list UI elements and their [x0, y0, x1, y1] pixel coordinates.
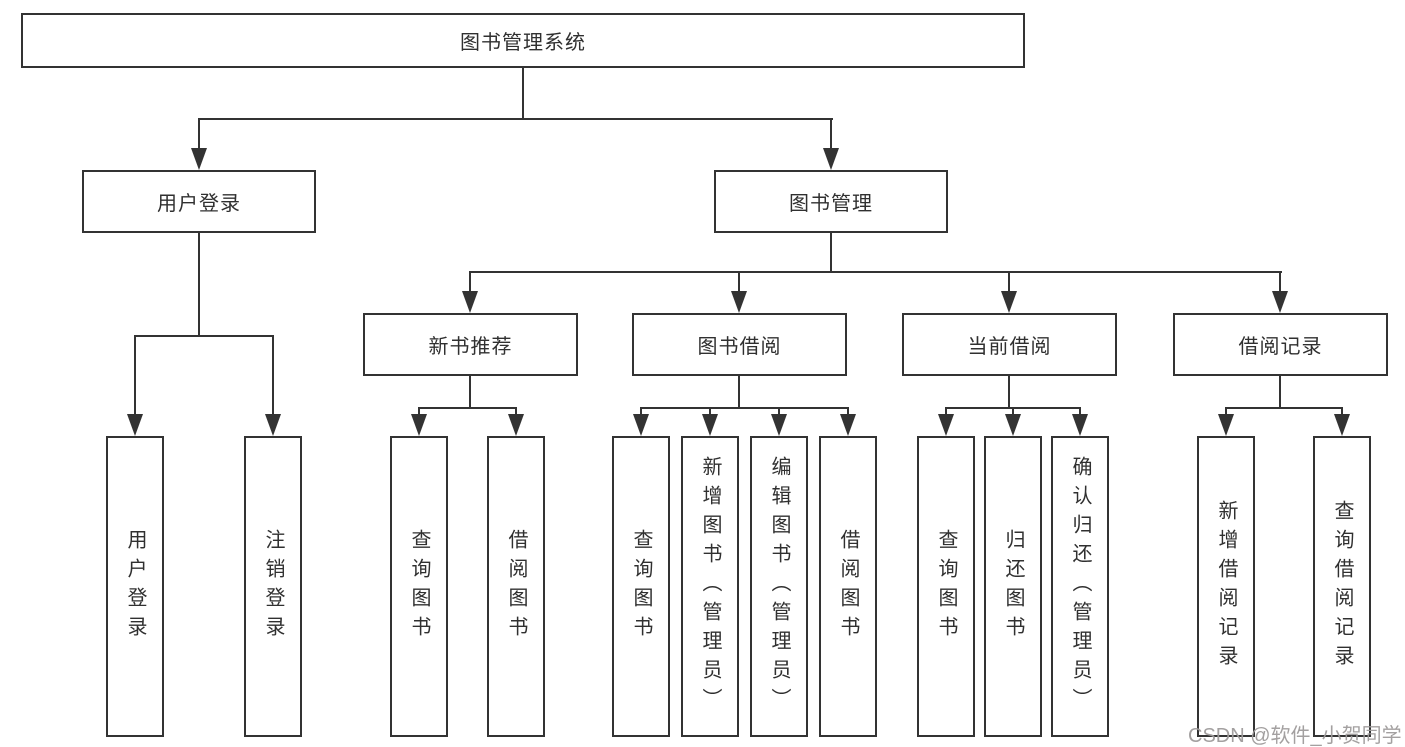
- leaf-logout: 注销登录: [244, 436, 302, 737]
- arrow-down-icon: [938, 414, 954, 436]
- arrow-down-icon: [1072, 414, 1088, 436]
- connector-line: [1079, 407, 1081, 418]
- leaf-borrow-edit-books: 编辑图书（管理员）: [750, 436, 808, 737]
- leaf-recommend-borrow-books-label: 借阅图书: [505, 528, 527, 645]
- connector-line: [847, 407, 849, 418]
- connector-line: [1012, 407, 1014, 418]
- arrow-down-icon: [771, 414, 787, 436]
- node-user-login: 用户登录: [82, 170, 316, 233]
- leaf-current-query-books: 查询图书: [917, 436, 975, 737]
- connector-line: [738, 271, 740, 297]
- connector-line: [1279, 376, 1281, 409]
- arrow-down-icon: [1272, 291, 1288, 313]
- leaf-borrow-add-books-label: 新增图书（管理员）: [699, 456, 721, 717]
- leaf-borrow-add-books: 新增图书（管理员）: [681, 436, 739, 737]
- arrow-down-icon: [1334, 414, 1350, 436]
- arrow-down-icon: [1218, 414, 1234, 436]
- arrow-down-icon: [462, 291, 478, 313]
- leaf-current-confirm-return: 确认归还（管理员）: [1051, 436, 1109, 737]
- arrow-down-icon: [411, 414, 427, 436]
- connector-line: [418, 407, 517, 409]
- leaf-current-query-books-label: 查询图书: [935, 528, 957, 645]
- arrow-down-icon: [127, 414, 143, 436]
- leaf-borrow-query-books: 查询图书: [612, 436, 670, 737]
- connector-line: [134, 335, 136, 418]
- connector-line: [945, 407, 947, 418]
- leaf-logout-label: 注销登录: [262, 528, 284, 645]
- node-book-management: 图书管理: [714, 170, 948, 233]
- connector-line: [830, 233, 832, 273]
- leaf-current-confirm-return-label: 确认归还（管理员）: [1069, 456, 1091, 717]
- connector-line: [418, 407, 420, 418]
- connector-line: [1279, 271, 1281, 297]
- connector-line: [778, 407, 780, 418]
- arrow-down-icon: [633, 414, 649, 436]
- arrow-down-icon: [1001, 291, 1017, 313]
- arrow-down-icon: [1005, 414, 1021, 436]
- connector-line: [738, 376, 740, 409]
- connector-line: [469, 271, 1282, 273]
- leaf-user-login-label: 用户登录: [124, 528, 146, 645]
- arrow-down-icon: [508, 414, 524, 436]
- leaf-borrow-borrow-books: 借阅图书: [819, 436, 877, 737]
- connector-line: [134, 335, 274, 337]
- connector-line: [272, 335, 274, 418]
- node-user-login-label: 用户登录: [157, 193, 241, 215]
- leaf-recommend-query-books-label: 查询图书: [408, 528, 430, 645]
- arrow-down-icon: [731, 291, 747, 313]
- connector-line: [1225, 407, 1343, 409]
- node-current-borrow-label: 当前借阅: [967, 336, 1052, 358]
- leaf-recommend-borrow-books: 借阅图书: [487, 436, 545, 737]
- node-root-library-system: 图书管理系统: [21, 13, 1025, 68]
- connector-line: [198, 233, 200, 337]
- node-book-borrow-label: 图书借阅: [697, 336, 782, 358]
- arrow-down-icon: [265, 414, 281, 436]
- node-current-borrow: 当前借阅: [902, 313, 1117, 376]
- connector-line: [469, 376, 471, 409]
- leaf-borrow-edit-books-label: 编辑图书（管理员）: [768, 456, 790, 717]
- node-borrow-records: 借阅记录: [1173, 313, 1388, 376]
- node-book-management-label: 图书管理: [789, 193, 873, 215]
- connector-line: [709, 407, 711, 418]
- connector-line: [198, 118, 833, 120]
- arrow-down-icon: [823, 148, 839, 170]
- leaf-borrow-query-books-label: 查询图书: [630, 528, 652, 645]
- node-root-label: 图书管理系统: [460, 32, 586, 54]
- node-book-borrow: 图书借阅: [632, 313, 847, 376]
- leaf-user-login: 用户登录: [106, 436, 164, 737]
- node-new-book-recommend: 新书推荐: [363, 313, 578, 376]
- leaf-records-query-record: 查询借阅记录: [1313, 436, 1371, 737]
- arrow-down-icon: [840, 414, 856, 436]
- leaf-records-query-record-label: 查询借阅记录: [1331, 499, 1353, 674]
- leaf-current-return-books-label: 归还图书: [1002, 528, 1024, 645]
- arrow-down-icon: [702, 414, 718, 436]
- leaf-records-add-record-label: 新增借阅记录: [1215, 499, 1237, 674]
- connector-line: [1008, 271, 1010, 297]
- csdn-watermark: CSDN @软件_小贺同学: [1188, 725, 1402, 747]
- leaf-recommend-query-books: 查询图书: [390, 436, 448, 737]
- connector-line: [515, 407, 517, 418]
- connector-line: [1225, 407, 1227, 418]
- connector-line: [469, 271, 471, 297]
- connector-line: [1341, 407, 1343, 418]
- leaf-records-add-record: 新增借阅记录: [1197, 436, 1255, 737]
- connector-line: [640, 407, 642, 418]
- connector-line: [830, 118, 832, 154]
- connector-line: [522, 68, 524, 120]
- node-borrow-records-label: 借阅记录: [1238, 336, 1323, 358]
- leaf-borrow-borrow-books-label: 借阅图书: [837, 528, 859, 645]
- connector-line: [198, 118, 200, 154]
- connector-line: [1008, 376, 1010, 409]
- node-new-book-recommend-label: 新书推荐: [428, 336, 513, 358]
- arrow-down-icon: [191, 148, 207, 170]
- connector-line: [640, 407, 849, 409]
- leaf-current-return-books: 归还图书: [984, 436, 1042, 737]
